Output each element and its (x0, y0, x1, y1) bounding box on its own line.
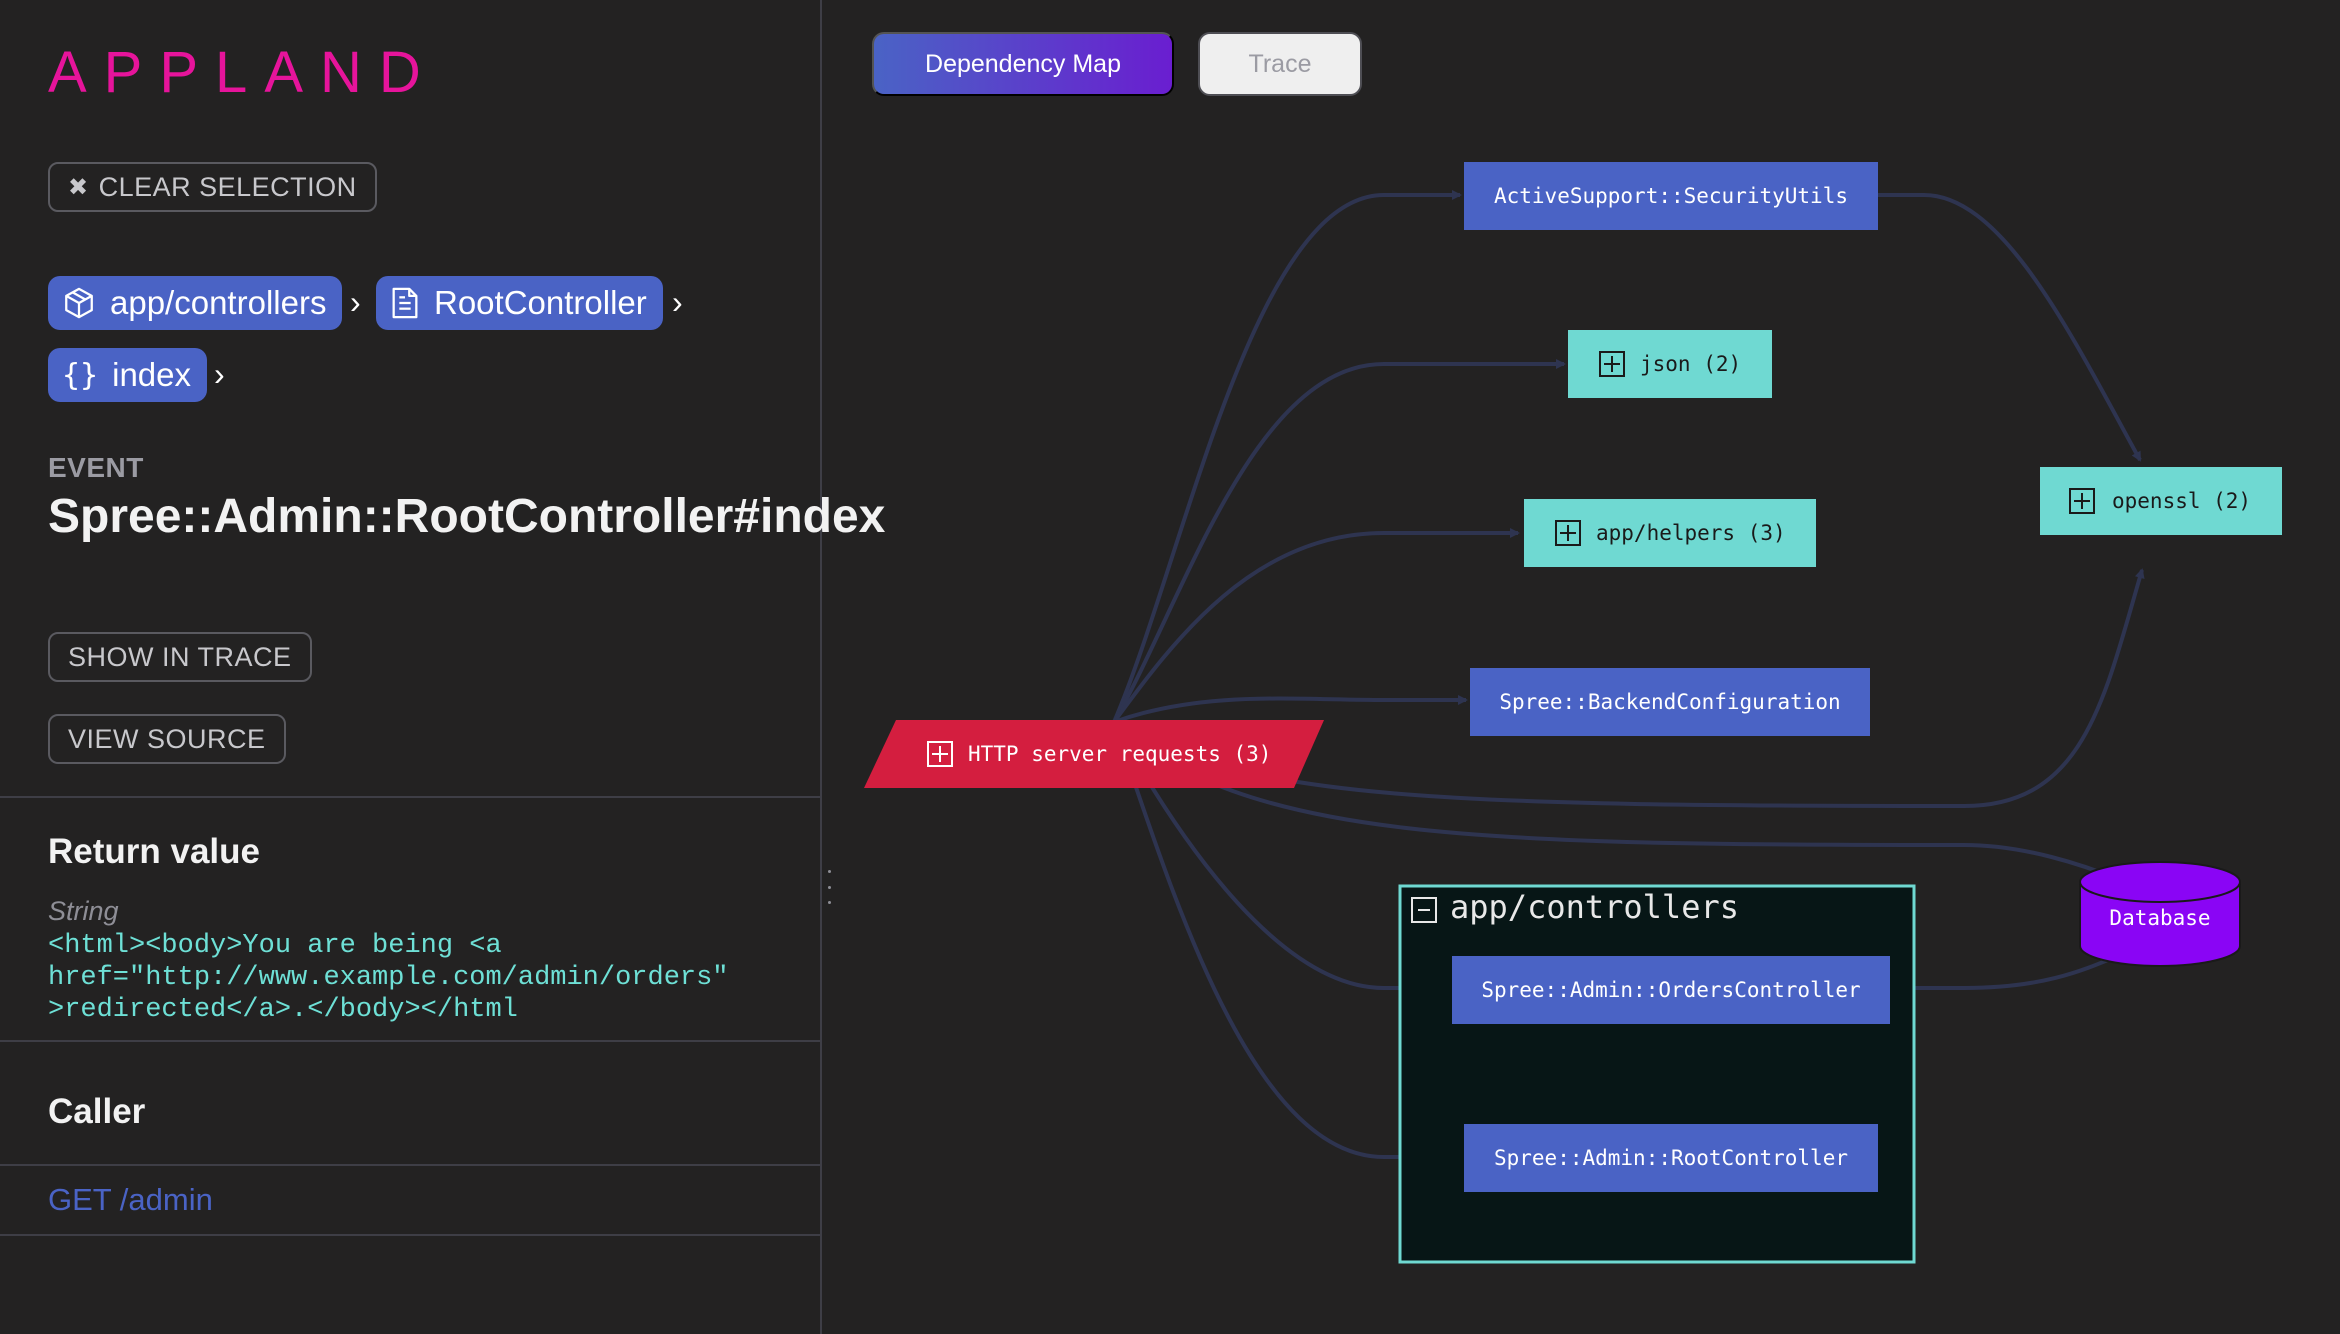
tab-trace[interactable]: Trace (1198, 32, 1362, 96)
node-app-helpers[interactable]: app/helpers (3) (1524, 499, 1816, 567)
node-openssl[interactable]: openssl (2) (2040, 467, 2282, 535)
node-label: Spree::Admin::OrdersController (1481, 978, 1860, 1002)
breadcrumb-package-label: app/controllers (110, 284, 327, 321)
node-label: HTTP server requests (3) (968, 742, 1271, 766)
node-label: Spree::Admin::RootController (1494, 1146, 1848, 1170)
return-value-line: >redirected</a>.</body></html (48, 995, 518, 1025)
breadcrumb-separator: › (672, 284, 683, 320)
edge (1112, 721, 1462, 1162)
event-label: EVENT (48, 452, 144, 483)
braces-icon: {} (62, 357, 99, 393)
node-label: json (2) (1640, 352, 1741, 376)
node-label: openssl (2) (2112, 489, 2251, 513)
node-http-server-requests[interactable]: HTTP server requests (3) (864, 720, 1324, 788)
node-root-controller[interactable]: Spree::Admin::RootController (1464, 1124, 1878, 1192)
show-in-trace-button[interactable]: SHOW IN TRACE (48, 632, 312, 682)
details-panel: APPLAND ✖ CLEAR SELECTION app/controller… (0, 0, 886, 1334)
divider (0, 1040, 822, 1042)
node-backend-configuration[interactable]: Spree::BackendConfiguration (1470, 668, 1870, 736)
node-security-utils[interactable]: ActiveSupport::SecurityUtils (1464, 162, 1878, 230)
node-label: app/helpers (3) (1596, 521, 1786, 545)
expand-icon (927, 741, 953, 767)
appland-logo: APPLAND (48, 40, 438, 105)
class-file-icon (392, 287, 418, 319)
cluster-label: app/controllers (1450, 888, 1739, 926)
collapse-icon (1411, 897, 1437, 923)
expand-icon (1599, 351, 1625, 377)
edge (1890, 953, 2122, 990)
breadcrumb-class-label: RootController (434, 284, 647, 321)
node-label: Spree::BackendConfiguration (1499, 690, 1840, 714)
caller-link[interactable]: GET /admin (48, 1182, 213, 1217)
divider (0, 1164, 822, 1166)
caller-heading: Caller (48, 1092, 146, 1131)
node-label: Database (2109, 906, 2210, 930)
close-icon: ✖ (68, 173, 89, 201)
event-title: Spree::Admin::RootController#index (48, 490, 886, 543)
package-icon (65, 287, 93, 319)
node-json[interactable]: json (2) (1568, 330, 1772, 398)
clear-selection-button[interactable]: ✖ CLEAR SELECTION (48, 162, 377, 212)
breadcrumb-function[interactable]: {} index (48, 348, 208, 402)
return-value-line: href="http://www.example.com/admin/order… (48, 963, 729, 993)
breadcrumb-separator: › (350, 284, 361, 320)
view-source-button[interactable]: VIEW SOURCE (48, 714, 286, 764)
node-database[interactable]: Database (2079, 861, 2241, 967)
resize-handle[interactable] (828, 870, 832, 904)
tab-dependency-map[interactable]: Dependency Map (872, 32, 1174, 96)
node-label: ActiveSupport::SecurityUtils (1494, 184, 1848, 208)
cluster-app-controllers[interactable]: app/controllers (1398, 884, 1916, 1264)
breadcrumb-class[interactable]: RootController (376, 276, 663, 330)
expand-icon (1555, 520, 1581, 546)
edge (1878, 193, 2142, 462)
dependency-map[interactable]: app/controllers ActiveSupport::SecurityU… (824, 0, 2340, 1334)
edge (1112, 528, 1520, 724)
breadcrumb-function-label: index (112, 356, 192, 393)
return-value-line: <html><body>You are being <a (48, 931, 502, 961)
node-orders-controller[interactable]: Spree::Admin::OrdersController (1452, 956, 1890, 1024)
clear-selection-label: CLEAR SELECTION (98, 171, 357, 202)
divider (0, 1234, 822, 1236)
edge (1112, 190, 1462, 723)
edge (1113, 695, 1468, 724)
main-view: app/controllers ActiveSupport::SecurityU… (824, 0, 2340, 1334)
breadcrumb-package[interactable]: app/controllers (48, 276, 343, 330)
divider (0, 796, 822, 798)
expand-icon (2069, 488, 2095, 514)
edge (1112, 359, 1566, 723)
breadcrumb-separator: › (214, 356, 225, 392)
return-value-type: String (48, 896, 119, 926)
return-value-heading: Return value (48, 832, 260, 871)
